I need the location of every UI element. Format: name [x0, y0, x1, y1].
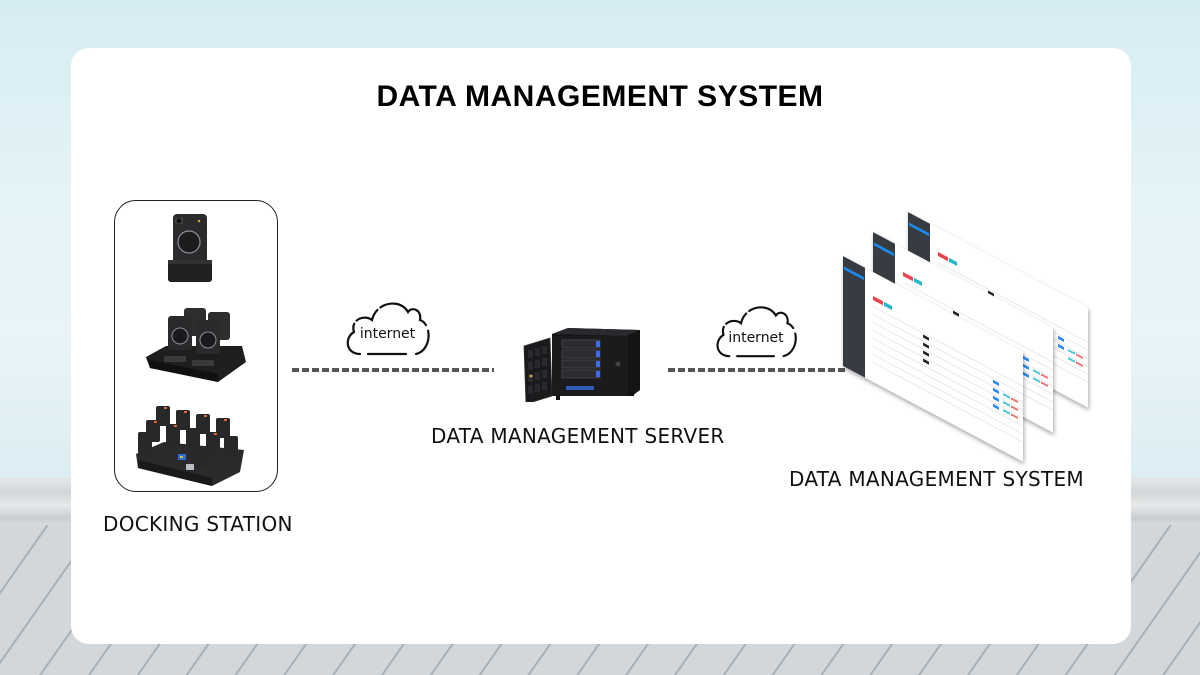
internet-cloud-1: internet — [340, 296, 435, 358]
four-slot-dock-image — [146, 308, 246, 382]
multi-slot-dock-image — [136, 406, 244, 486]
cloud-icon — [716, 306, 797, 358]
single-camera-dock-image — [168, 214, 212, 282]
docking-station-label: DOCKING STATION — [103, 512, 293, 536]
system-label: DATA MANAGEMENT SYSTEM — [789, 467, 1084, 491]
cloud-icon — [346, 302, 430, 356]
internet-label-1: internet — [359, 326, 416, 342]
server-label: DATA MANAGEMENT SERVER — [431, 424, 725, 448]
internet-label-2: internet — [728, 330, 784, 346]
connection-line-1 — [292, 368, 494, 372]
page-title: DATA MANAGEMENT SYSTEM — [376, 80, 824, 113]
server-image — [523, 328, 640, 402]
docking-station-frame — [114, 200, 278, 492]
connection-line-2 — [668, 368, 848, 372]
internet-cloud-2: internet — [710, 300, 802, 360]
